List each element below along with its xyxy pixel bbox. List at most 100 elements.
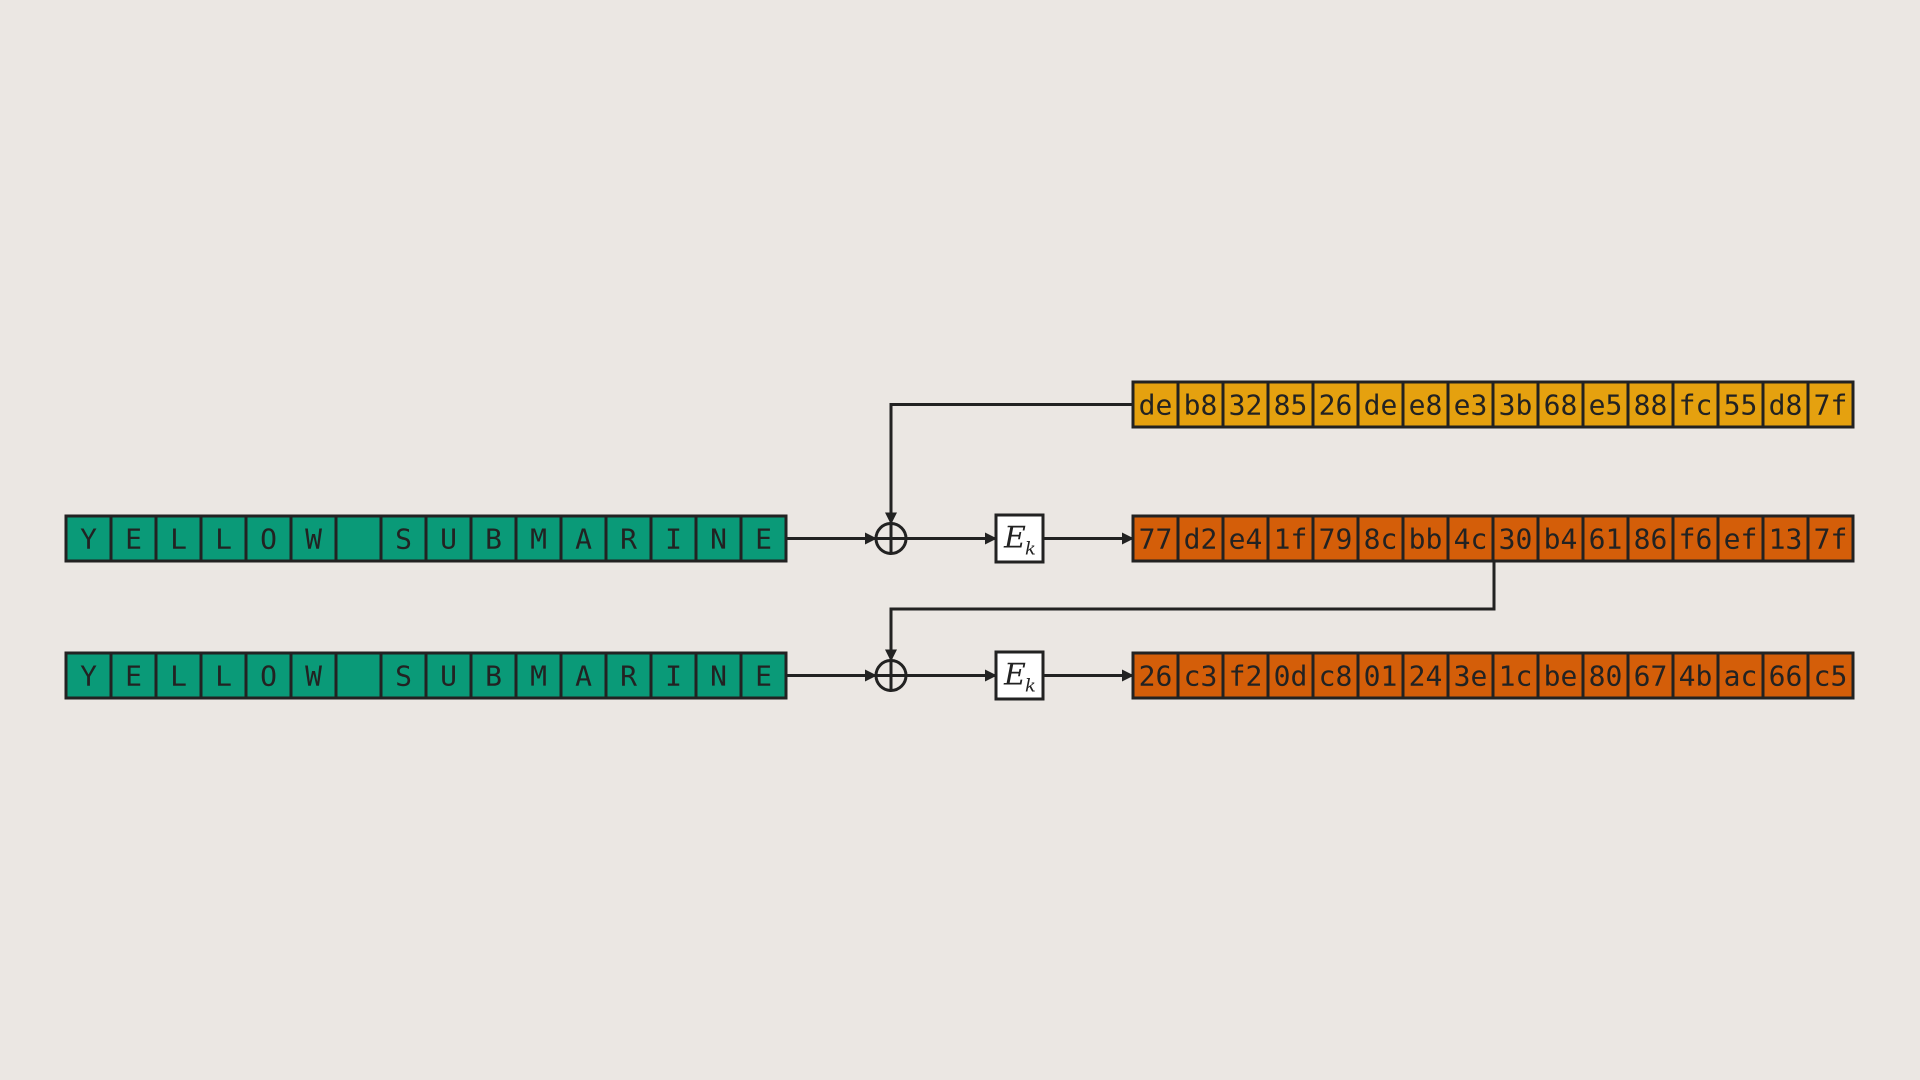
iv-byte-cell: 26: [1311, 380, 1360, 429]
iv-byte-value: 26: [1319, 389, 1353, 422]
ciphertext-byte-value: 77: [1139, 523, 1173, 556]
iv-byte-cell: 7f: [1806, 380, 1855, 429]
ciphertext-byte-cell: 24: [1401, 651, 1450, 700]
ciphertext-byte-cell: c8: [1311, 651, 1360, 700]
plaintext-char-cell: S: [379, 514, 428, 563]
plaintext-char-cell: U: [424, 651, 473, 700]
iv-byte-cell: e3: [1446, 380, 1495, 429]
plaintext-char-cell: E: [739, 651, 788, 700]
plaintext-char-value: Y: [80, 660, 97, 693]
ciphertext-byte-cell: be: [1536, 651, 1585, 700]
plaintext-char-cell: [334, 651, 383, 700]
plaintext-char-cell: W: [289, 651, 338, 700]
plaintext-char-cell: L: [199, 651, 248, 700]
iv-byte-value: 3b: [1499, 389, 1533, 422]
plaintext-char-value: S: [395, 523, 412, 556]
plaintext-char-cell: M: [514, 651, 563, 700]
iv-byte-cell: b8: [1176, 380, 1225, 429]
ciphertext-byte-cell: ac: [1716, 651, 1765, 700]
ciphertext-byte-cell: 4c: [1446, 514, 1495, 563]
ciphertext-byte-value: 26: [1139, 660, 1173, 693]
cipher-key-subscript: k: [1025, 676, 1036, 697]
plaintext-char-cell: E: [739, 514, 788, 563]
ciphertext-byte-value: d2: [1184, 523, 1218, 556]
ciphertext-byte-value: 0d: [1274, 660, 1308, 693]
iv-byte-cell: 55: [1716, 380, 1765, 429]
plaintext-char-value: M: [530, 523, 547, 556]
ciphertext-byte-cell: d2: [1176, 514, 1225, 563]
ciphertext-byte-value: 3e: [1454, 660, 1488, 693]
iv-byte-cell: e5: [1581, 380, 1630, 429]
ciphertext-byte-value: c5: [1814, 660, 1848, 693]
plaintext-char-cell: I: [649, 514, 698, 563]
plaintext-char-value: I: [665, 523, 682, 556]
xor-circle-plus-icon: [874, 522, 908, 555]
iv-byte-value: e5: [1589, 389, 1623, 422]
ciphertext-byte-cell: 1c: [1491, 651, 1540, 700]
plaintext-char-value: S: [395, 660, 412, 693]
ciphertext-byte-value: f2: [1229, 660, 1263, 693]
ciphertext-byte-value: c8: [1319, 660, 1353, 693]
ciphertext-byte-value: 4c: [1454, 523, 1488, 556]
plaintext-char-value: L: [170, 660, 187, 693]
plaintext-char-cell: L: [154, 651, 203, 700]
plaintext-char-cell: Y: [64, 514, 113, 563]
iv-byte-value: d8: [1769, 389, 1803, 422]
cipher-key-subscript: k: [1025, 539, 1036, 560]
plaintext-char-cell: A: [559, 514, 608, 563]
ciphertext-byte-cell: 30: [1491, 514, 1540, 563]
iv-byte-cell: 32: [1221, 380, 1270, 429]
ciphertext-byte-value: 79: [1319, 523, 1353, 556]
ciphertext-byte-value: bb: [1409, 523, 1443, 556]
plaintext-char-cell: B: [469, 651, 518, 700]
ciphertext-byte-cell: c5: [1806, 651, 1855, 700]
ciphertext-byte-cell: 26: [1131, 651, 1180, 700]
plaintext-char-cell: M: [514, 514, 563, 563]
plaintext-char-value: E: [755, 523, 772, 556]
iv-byte-value: 7f: [1814, 389, 1848, 422]
xor-circle-plus-icon: [874, 659, 908, 692]
plaintext-char-value: M: [530, 660, 547, 693]
plaintext-char-value: O: [260, 660, 277, 693]
plaintext-char-value: L: [170, 523, 187, 556]
plaintext-char-value: L: [215, 523, 232, 556]
iv-byte-cell: 68: [1536, 380, 1585, 429]
ciphertext-byte-value: 4b: [1679, 660, 1713, 693]
plaintext-char-cell: E: [109, 514, 158, 563]
iv-feed-arrow: [885, 403, 1133, 525]
ciphertext-byte-cell: 80: [1581, 651, 1630, 700]
iv-byte-value: de: [1364, 389, 1398, 422]
plaintext-char-value: A: [575, 523, 592, 556]
ciphertext-byte-value: f6: [1679, 523, 1713, 556]
ciphertext-byte-value: 67: [1634, 660, 1668, 693]
plaintext-char-value: Y: [80, 523, 97, 556]
plaintext-char-value: L: [215, 660, 232, 693]
ciphertext-byte-cell: 13: [1761, 514, 1810, 563]
plaintext-char-value: B: [485, 523, 502, 556]
plaintext-char-cell: B: [469, 514, 518, 563]
iv-byte-value: 68: [1544, 389, 1578, 422]
ciphertext-byte-value: 66: [1769, 660, 1803, 693]
iv-byte-value: 32: [1229, 389, 1263, 422]
plaintext-char-cell: Y: [64, 651, 113, 700]
ciphertext-byte-cell: 77: [1131, 514, 1180, 563]
plaintext-char-value: R: [620, 523, 637, 556]
plaintext-char-cell: R: [604, 651, 653, 700]
plaintext-char-cell: [334, 514, 383, 563]
plaintext-char-value: N: [710, 523, 727, 556]
plaintext-char-value: A: [575, 660, 592, 693]
chain-feed-arrow: [885, 561, 1496, 662]
ciphertext-byte-cell: 3e: [1446, 651, 1495, 700]
plaintext-char-cell: R: [604, 514, 653, 563]
plaintext-char-value: O: [260, 523, 277, 556]
iv-byte-value: e3: [1454, 389, 1488, 422]
iv-byte-value: 85: [1274, 389, 1308, 422]
plaintext-char-cell: W: [289, 514, 338, 563]
